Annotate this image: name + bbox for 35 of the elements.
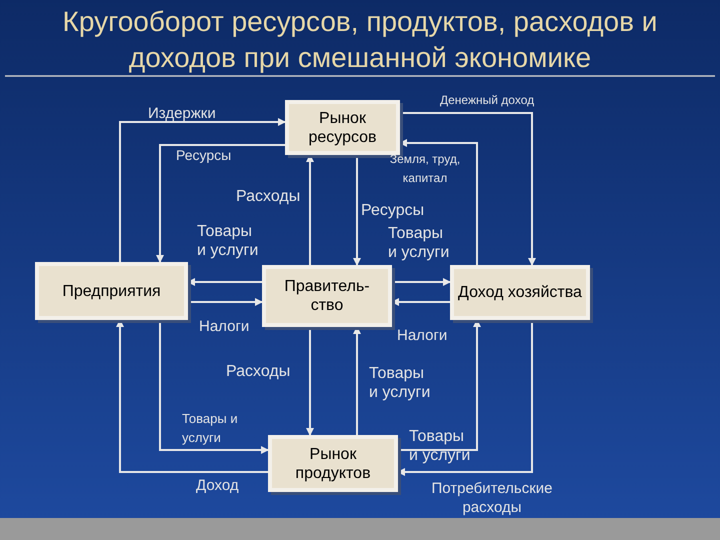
edge-label: Денежный доход	[440, 92, 536, 109]
process-box	[262, 265, 392, 327]
arrow	[400, 112, 536, 266]
arrow	[119, 118, 286, 262]
edge-label: Налоги	[199, 317, 250, 336]
edge-label: Издержки	[148, 104, 217, 123]
edge-label: Ресурсы	[361, 201, 426, 220]
box-label: Правитель- ство	[283, 277, 371, 315]
box-label: Рынок продуктов	[294, 444, 372, 482]
process-box	[450, 265, 590, 320]
edge-label: Расходы	[236, 187, 302, 206]
process-box	[35, 262, 188, 320]
arrow	[392, 278, 451, 286]
edge-label: Товары и услуги	[388, 224, 450, 262]
box-label: Рынок ресурсов	[307, 108, 378, 146]
edge-label: Земля, труд, капитал	[388, 151, 462, 187]
edge-label: Товары и услуги	[369, 364, 432, 402]
edge-label: Товары и услуги	[197, 222, 260, 260]
edge-label: Потребительские расходы	[430, 479, 554, 517]
edge-label: Налоги	[397, 326, 448, 345]
edge-label: Расходы	[226, 362, 292, 381]
box-label: Предприятия	[62, 282, 161, 300]
arrow	[353, 155, 361, 266]
edge-label: Доход	[196, 476, 240, 495]
arrow	[159, 320, 269, 454]
box-label: Доход хозяйства	[458, 283, 582, 302]
edge-label: Товары и услуги	[182, 410, 238, 447]
title: Кругооборот ресурсов, продуктов, расходов и доходов при смешанной экономике	[62, 5, 658, 75]
arrow	[188, 298, 263, 306]
arrow	[306, 327, 314, 436]
arrow	[156, 144, 285, 263]
process-box	[268, 435, 398, 492]
edge-label: Ресурсы	[176, 146, 232, 165]
edge-label: Товары и услуги	[409, 427, 472, 465]
process-box	[285, 100, 400, 155]
